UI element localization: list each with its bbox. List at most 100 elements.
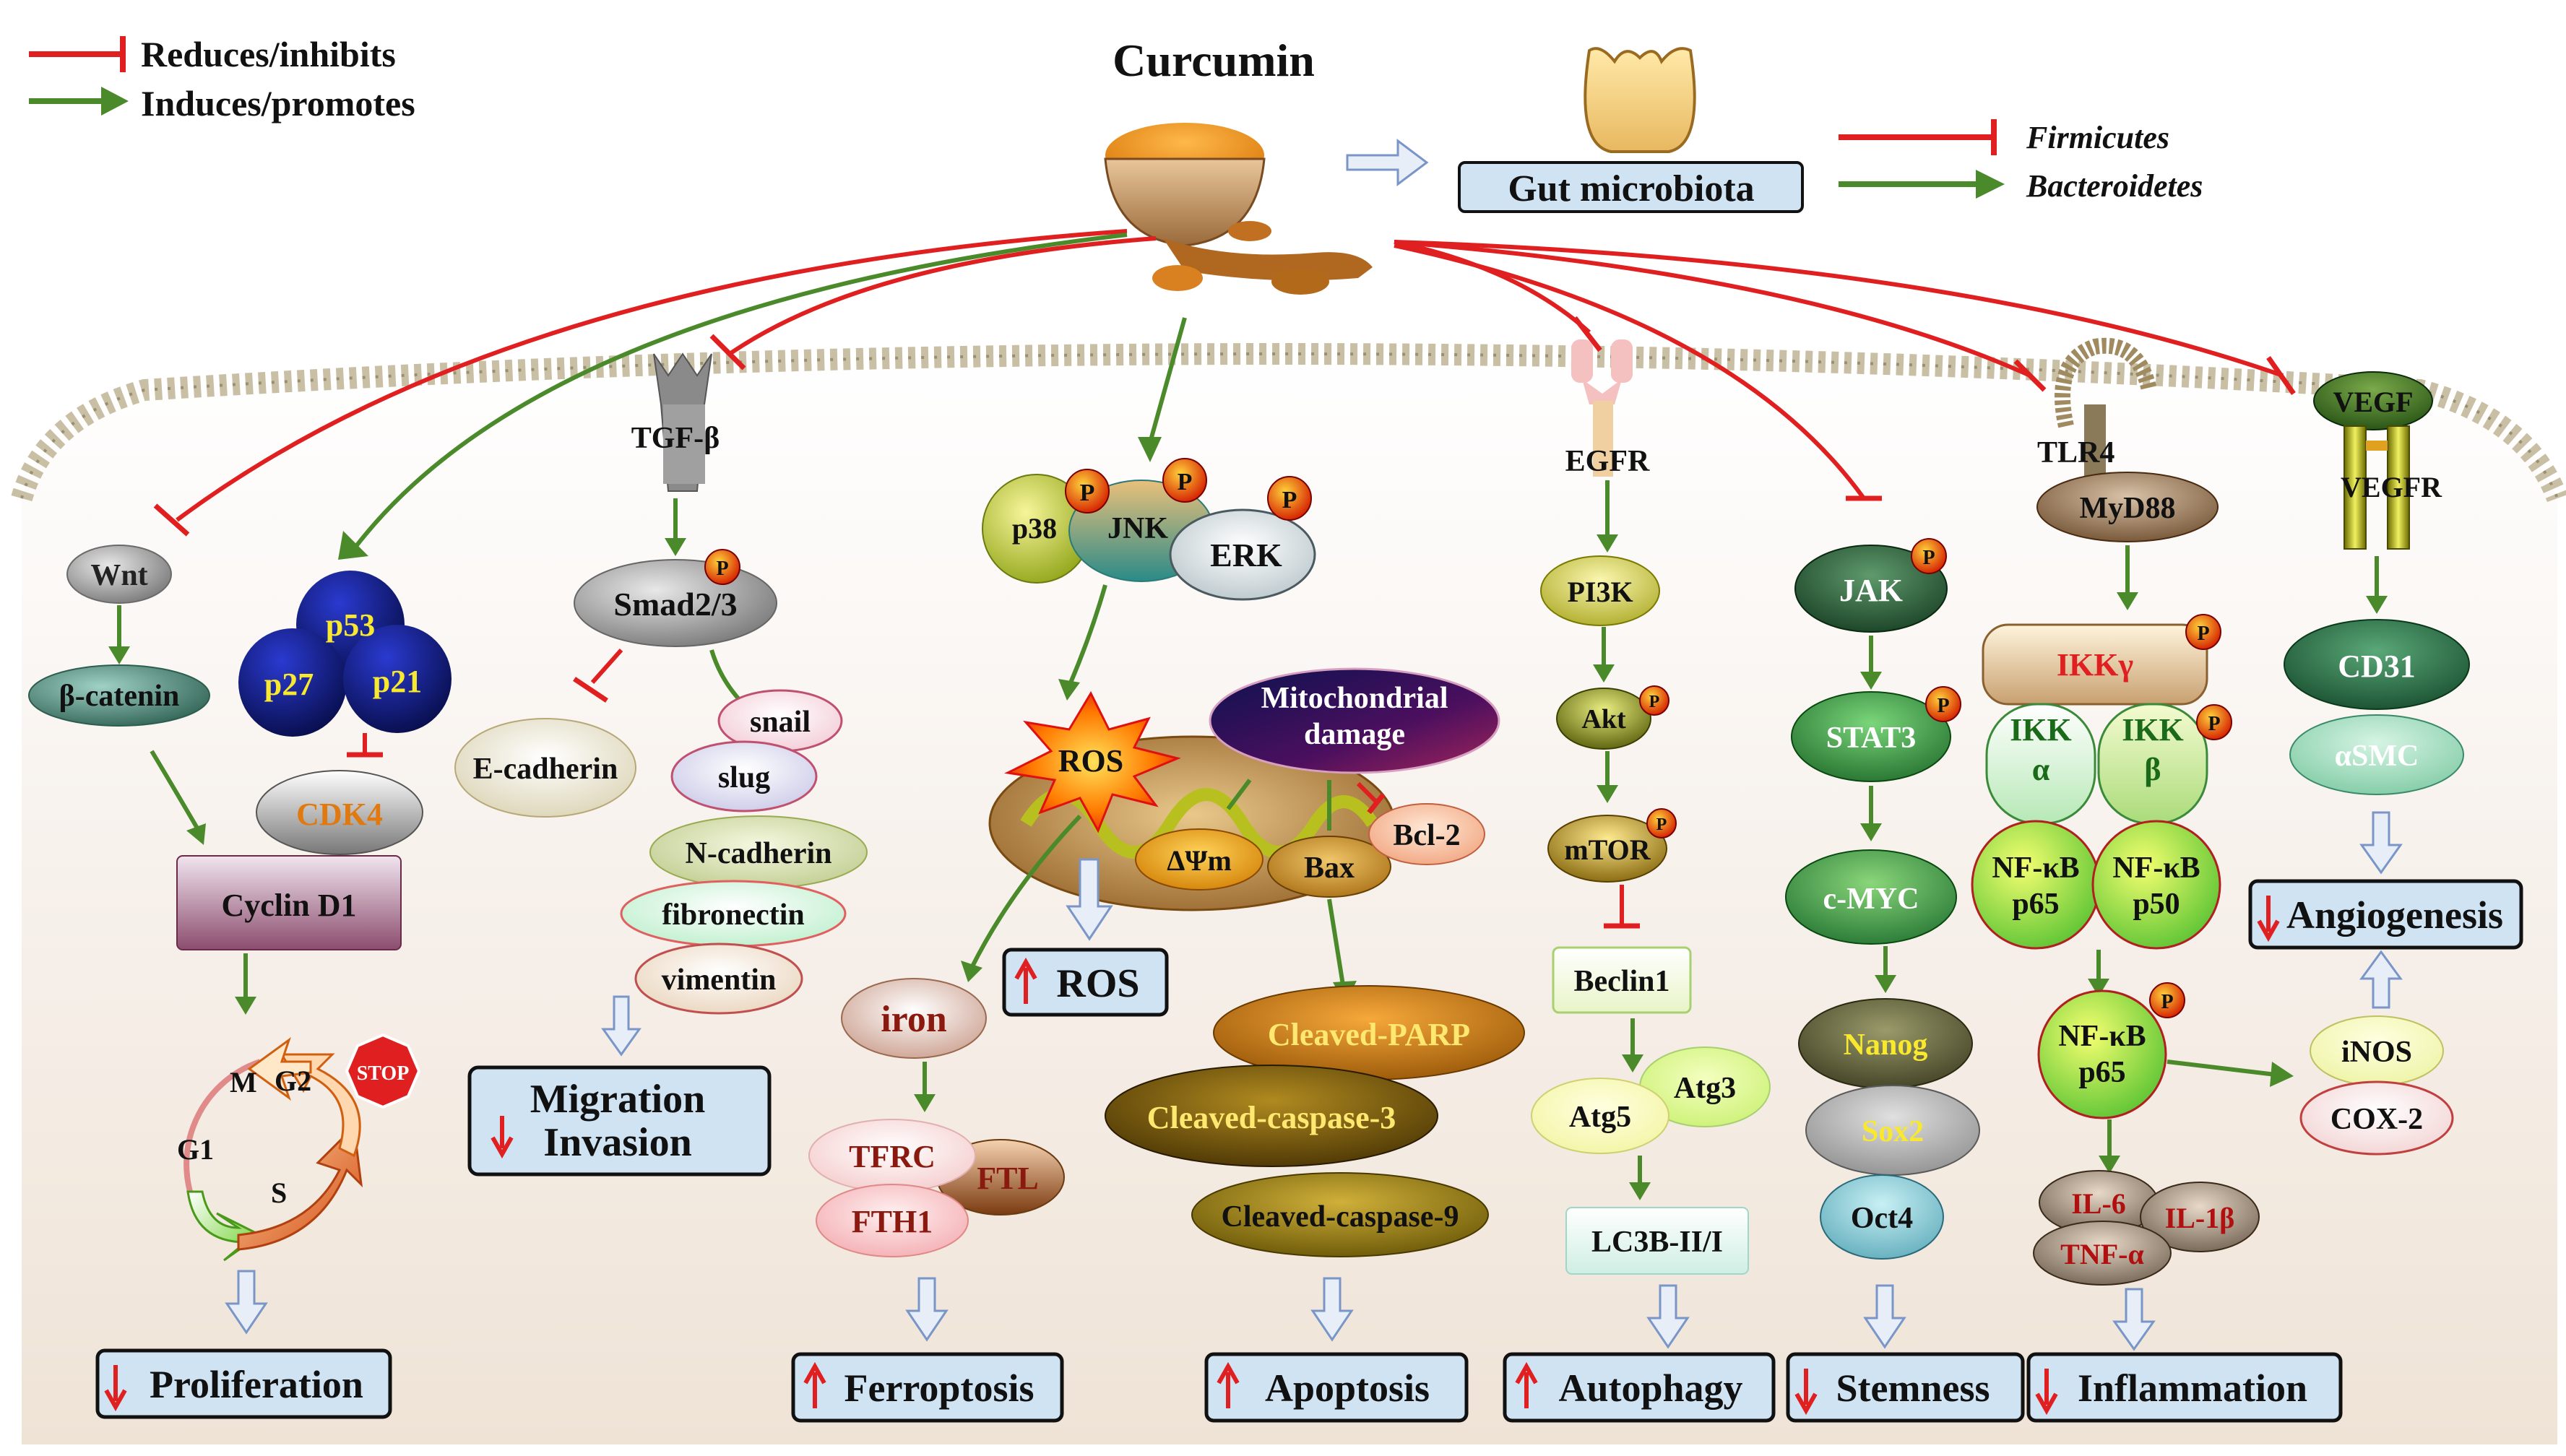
legend: Reduces/inhibits Induces/promotes	[29, 34, 415, 124]
autophagy-down-arrow-icon	[1646, 1284, 1690, 1349]
erk-label: ERK	[1210, 537, 1282, 573]
ros-down-arrow-icon	[1066, 858, 1113, 941]
phospho-erk-label: P	[1282, 487, 1297, 514]
wnt-node	[66, 545, 172, 604]
nfkb-p50-label-2: p50	[2133, 888, 2180, 921]
phospho-stat3-label: P	[1937, 695, 1949, 717]
apoptosis-outcome-box	[1204, 1352, 1469, 1423]
fibronectin-label: fibronectin	[662, 898, 805, 932]
oct4-label: Oct4	[1851, 1202, 1913, 1235]
snail-label: snail	[750, 706, 811, 739]
beclin1-box	[1552, 946, 1692, 1014]
fth1-label: FTH1	[852, 1204, 933, 1239]
oct4-node	[1820, 1174, 1944, 1260]
mitochondrial-damage-node	[1209, 667, 1500, 774]
phospho-jnk-label: P	[1178, 469, 1193, 495]
ikk-alpha-label-2: α	[2032, 752, 2050, 787]
nfkb-p50-node	[2091, 820, 2221, 950]
akt-label: Akt	[1581, 704, 1626, 734]
angiogenesis-up-arrow-icon	[2359, 950, 2403, 1009]
cleaved-caspase3-node	[1105, 1065, 1438, 1167]
ferroptosis-outcome-box	[791, 1352, 1064, 1423]
invasion-label: Invasion	[543, 1120, 691, 1165]
cyclin-d1-label: Cyclin D1	[222, 888, 357, 923]
mito-damage-line2: damage	[1304, 718, 1405, 751]
p27-label: p27	[264, 667, 314, 702]
vimentin-node	[634, 942, 803, 1015]
nfkb-p65-label-1: NF-κB	[1992, 852, 2079, 885]
il1b-label: IL-1β	[2165, 1202, 2235, 1234]
atg5-label: Atg5	[1569, 1101, 1631, 1134]
cell-cycle-icon	[183, 1037, 363, 1262]
ftl-label: FTL	[977, 1161, 1039, 1196]
nfkb-p65-label-2: p65	[2012, 888, 2059, 921]
mtor-label: mTOR	[1564, 833, 1651, 866]
bax-label: Bax	[1304, 852, 1355, 885]
vegfr-right-chain	[2387, 425, 2410, 550]
p53-label: p53	[326, 607, 375, 643]
atg5-node	[1531, 1078, 1669, 1154]
mito-damage-line1: Mitochondrial	[1261, 682, 1448, 715]
angiogenesis-label: Angiogenesis	[2286, 893, 2503, 937]
cdk4-label: CDK4	[296, 797, 383, 832]
cdk4-node	[256, 770, 423, 855]
cox2-label: COX-2	[2330, 1103, 2423, 1136]
ferroptosis-label: Ferroptosis	[844, 1366, 1034, 1410]
akt-node	[1556, 688, 1651, 750]
slug-node	[670, 740, 818, 812]
iron-node	[841, 978, 987, 1059]
atg3-label: Atg3	[1674, 1072, 1736, 1105]
gut-microbiota-label: Gut microbiota	[1508, 168, 1754, 209]
proliferation-label: Proliferation	[150, 1363, 363, 1406]
vegfr-label: VEGFR	[2341, 471, 2442, 503]
apoptosis-label: Apoptosis	[1265, 1366, 1430, 1410]
legend-inhibit-label: Reduces/inhibits	[141, 34, 396, 74]
inflammation-label: Inflammation	[2078, 1366, 2307, 1410]
proliferation-outcome-box	[95, 1348, 392, 1419]
inos-label: iNOS	[2341, 1036, 2412, 1069]
tgf-beta-receptor-icon	[653, 352, 712, 492]
lc3b-label: LC3B-II/I	[1591, 1226, 1723, 1259]
wnt-label: Wnt	[90, 559, 147, 592]
apoptosis-increase-icon	[1217, 1361, 1240, 1408]
phospho-jak-label: P	[1922, 547, 1935, 569]
nfkb-active-label-1: NF-κB	[2058, 1020, 2146, 1053]
mapk-arrowhead	[1138, 437, 1162, 462]
phospho-nfkb-label: P	[2161, 991, 2173, 1013]
ros-outcome-label: ROS	[1056, 961, 1139, 1006]
phospho-badges: P P P P P P P P P P P	[704, 458, 2232, 1018]
g2-label: G2	[275, 1065, 311, 1097]
ikk-beta-label-2: β	[2144, 752, 2161, 787]
stemness-down-arrow-icon	[1863, 1284, 1906, 1349]
delta-psi-label: ΔΨm	[1167, 844, 1232, 877]
beta-catenin-node	[28, 664, 210, 727]
jak-node	[1794, 545, 1948, 633]
tgf-beta-label: TGF-β	[631, 422, 720, 455]
erk-node	[1169, 508, 1316, 601]
egfr-label: EGFR	[1565, 445, 1650, 478]
lc3b-box	[1565, 1207, 1749, 1275]
asmc-node	[2289, 714, 2464, 795]
p38-label: p38	[1012, 512, 1057, 545]
proliferation-decrease-icon	[104, 1365, 127, 1412]
inflammation-outcome-box	[2026, 1352, 2343, 1423]
ros-burst-label: ROS	[1058, 743, 1123, 779]
autophagy-increase-icon	[1515, 1361, 1538, 1408]
pi3k-label: PI3K	[1567, 576, 1633, 608]
p21-node	[343, 625, 452, 733]
autophagy-outcome-box	[1503, 1352, 1776, 1423]
legend-promote-label: Induces/promotes	[141, 83, 415, 124]
myd88-label: MyD88	[2080, 492, 2176, 525]
jnk-label: JNK	[1107, 512, 1168, 545]
nanog-label: Nanog	[1844, 1028, 1928, 1062]
stop-sign-icon	[345, 1033, 421, 1109]
bacteroidetes-label: Bacteroidetes	[2026, 168, 2203, 204]
bax-node	[1267, 836, 1391, 898]
egfr-receptor-icon	[1571, 339, 1633, 477]
tnfa-label: TNF-α	[2060, 1238, 2144, 1270]
asmc-label: αSMC	[2335, 740, 2419, 773]
c-myc-node	[1785, 849, 1957, 945]
inflammation-down-arrow-icon	[2112, 1288, 2156, 1351]
inhibit-bars	[153, 316, 2296, 537]
phospho-ikkg-label: P	[2197, 623, 2209, 645]
